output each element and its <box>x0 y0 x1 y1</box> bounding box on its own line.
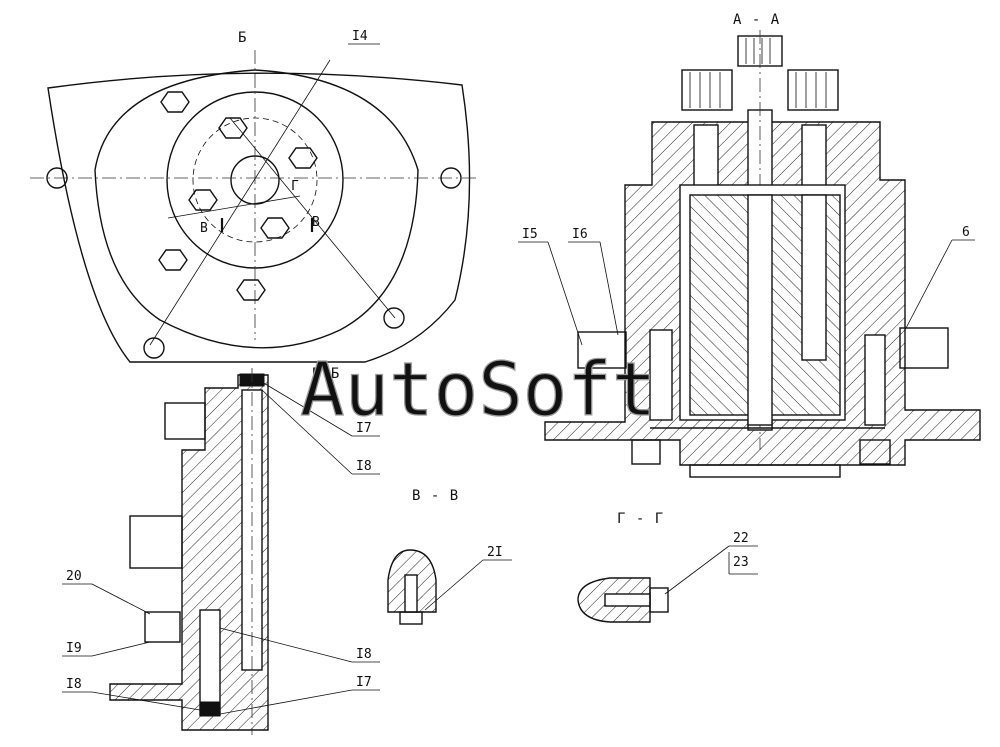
view-b-nut-5 <box>260 217 290 239</box>
watermark: AutoSoft <box>300 347 656 433</box>
view-b-nut-1 <box>160 91 190 113</box>
callout-15: I5 <box>522 227 538 242</box>
section-vv: В - В 2I <box>387 488 512 625</box>
section-aa-right-knob <box>787 69 839 111</box>
cut-label-v-right: В <box>312 215 320 230</box>
view-b-hole-bottom-right <box>383 307 405 329</box>
view-b-hole-left <box>46 167 68 189</box>
section-aa-left-knob <box>681 69 733 111</box>
callout-15-leader <box>547 241 583 346</box>
callout-17-top-leader <box>261 381 353 437</box>
section-vv-title: В - В <box>412 488 459 504</box>
callout-18-top: I8 <box>356 459 372 474</box>
callout-21-leader <box>424 559 484 611</box>
callout-18-bottom: I8 <box>66 677 82 692</box>
callout-16: I6 <box>572 227 588 242</box>
callout-16-leader <box>599 241 619 336</box>
view-b-section-line-14 <box>149 59 331 346</box>
section-bb-body <box>109 374 269 731</box>
callout-17-bottom: I7 <box>356 675 372 690</box>
callout-20-leader <box>91 583 151 615</box>
section-vv-bolt-head <box>399 611 423 625</box>
view-b-flange-outline <box>47 72 471 363</box>
section-aa-base-plate <box>689 464 841 478</box>
section-aa-rotor-bore <box>747 194 773 426</box>
section-bb-lower-channel <box>199 609 221 716</box>
callout-17-bottom-leader <box>219 689 353 715</box>
section-aa-left-port <box>577 331 627 369</box>
section-aa-right-port <box>899 327 949 369</box>
cut-label-v-left: В <box>200 221 208 236</box>
view-b-nut-2 <box>218 117 248 139</box>
callout-17-top: I7 <box>356 421 372 436</box>
callout-6: 6 <box>962 225 970 240</box>
section-gg-bolt-head <box>649 587 669 613</box>
section-aa-right-channel <box>864 334 886 426</box>
section-aa-bottom-plug-right <box>859 439 891 465</box>
section-aa-title: А - А <box>733 12 780 28</box>
section-bb-bottom-plug <box>199 701 221 717</box>
callout-19-leader <box>91 641 151 657</box>
callout-14: I4 <box>352 29 368 44</box>
callout-6-leader <box>904 239 953 331</box>
section-aa-left-channel <box>649 329 673 421</box>
callout-22-leader <box>664 545 730 595</box>
view-b-cut-line-v <box>167 195 301 219</box>
section-aa: А - А I5 I6 <box>518 12 981 478</box>
view-b: Б I4 В В Г <box>30 29 480 363</box>
section-bb-side-knob <box>129 515 183 569</box>
section-aa-bottom-plug-left <box>631 439 661 465</box>
view-b-nut-4 <box>188 189 218 211</box>
callout-22: 22 <box>733 531 749 546</box>
view-b-hole-bottom-left <box>143 337 165 359</box>
callout-18-mid: I8 <box>356 647 372 662</box>
cut-label-g: Г <box>291 179 299 194</box>
section-gg-title: Г - Г <box>617 511 664 527</box>
callout-21: 2I <box>487 545 503 560</box>
section-vv-bolt <box>404 574 418 613</box>
view-b-nut-7 <box>236 279 266 301</box>
section-gg: Г - Г 22 23 <box>577 511 758 623</box>
section-bb: Б-Б I7 I8 20 I9 I8 I8 I7 <box>62 366 380 735</box>
callout-18-top-leader <box>261 389 353 475</box>
section-bb-port <box>144 611 181 643</box>
view-b-outer-ring <box>94 69 419 349</box>
callout-19: I9 <box>66 641 82 656</box>
view-b-nut-3 <box>288 147 318 169</box>
callout-20: 20 <box>66 569 82 584</box>
callout-23: 23 <box>733 555 749 570</box>
view-b-hole-right <box>440 167 462 189</box>
section-bb-title: Б-Б <box>312 366 340 382</box>
section-aa-rotor-bore-right <box>801 194 827 361</box>
view-b-nut-6 <box>158 249 188 271</box>
callout-18-bottom-leader <box>91 691 201 711</box>
section-bb-top-knob <box>164 402 206 440</box>
callout-18-mid-leader <box>219 627 353 663</box>
section-gg-bolt <box>604 593 651 607</box>
view-b-title: Б <box>238 30 247 46</box>
section-aa-knob-ribs <box>689 38 827 108</box>
